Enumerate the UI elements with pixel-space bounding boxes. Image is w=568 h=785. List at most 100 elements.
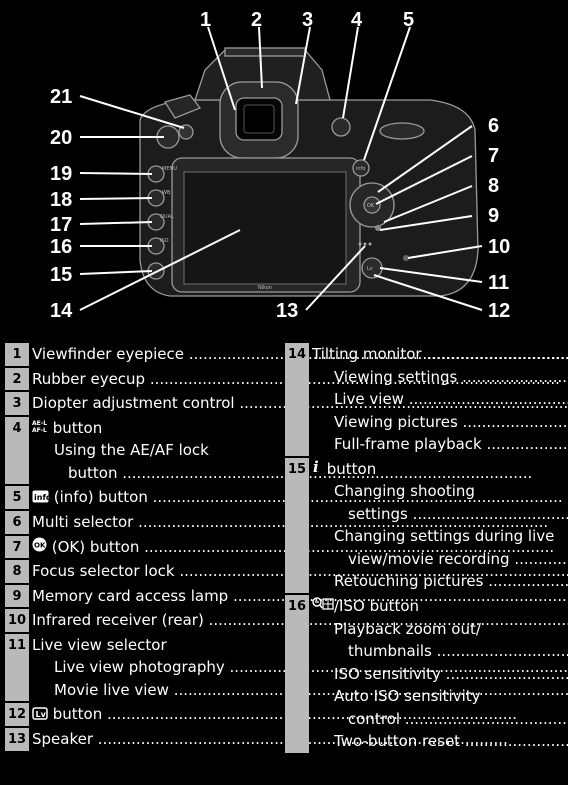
callout-16: 16 <box>50 236 72 258</box>
legend-number: 12 <box>5 703 29 726</box>
legend-text: Memory card access lamp <box>32 586 229 605</box>
legend-line: Changing settings during live <box>312 525 568 548</box>
legend-line: Changing shooting <box>312 480 568 503</box>
legend-line: info (info) button <box>32 486 563 509</box>
legend-line: Live view photography <box>32 656 568 679</box>
callout-12: 12 <box>488 300 510 322</box>
legend-number: 3 <box>5 392 29 415</box>
legend-line: settings <box>312 503 568 526</box>
legend-text: (OK) button <box>47 537 140 556</box>
legend-line: /ISO button <box>312 595 568 618</box>
legend-line: Infrared receiver (rear) <box>32 609 568 632</box>
legend-line: Movie live view <box>32 679 568 702</box>
legend-text: Focus selector lock <box>32 562 175 581</box>
legend-text: Live view selector <box>32 635 167 654</box>
legend-line: Viewing pictures <box>312 411 568 434</box>
legend-text: Viewfinder eyepiece <box>32 345 184 363</box>
legend-number: 8 <box>5 560 29 583</box>
legend-number: 6 <box>5 511 29 534</box>
legend-line: Playback zoom out/ <box>312 618 568 641</box>
legend-text: Playback zoom out/ <box>334 619 481 638</box>
legend-line: thumbnails <box>312 640 568 663</box>
info-icon: info <box>32 487 52 510</box>
legend-line: Lv button <box>32 703 517 726</box>
legend-text: Full-frame playback <box>334 435 482 453</box>
legend-text: settings <box>348 504 408 523</box>
right-controls: info OK Lv <box>331 117 425 279</box>
iso-label: ISO <box>160 238 169 244</box>
legend-text: Rubber eyecup <box>32 369 146 388</box>
legend-line: Auto ISO sensitivity <box>312 685 568 708</box>
callout-6: 6 <box>488 115 499 137</box>
svg-text:Lv: Lv <box>36 710 47 719</box>
legend-line: Diopter adjustment control <box>32 392 568 415</box>
legend-line: Using the AE/AF lock <box>32 439 532 462</box>
callout-19: 19 <box>50 163 72 185</box>
legend-number: 2 <box>5 367 29 390</box>
legend-line: Rubber eyecup <box>32 368 560 391</box>
eyecup <box>219 81 299 159</box>
legend-line: Two-button reset <box>312 730 568 753</box>
legend-line: i button <box>312 458 568 481</box>
legend-number: 9 <box>5 584 29 608</box>
callout-4: 4 <box>351 9 363 31</box>
ok-label: OK <box>367 203 375 209</box>
legend-line: view/movie recording <box>312 548 568 571</box>
leader-lines <box>79 26 483 311</box>
legend-text: Tilting monitor <box>312 345 422 363</box>
brand-label: Nikon <box>258 285 272 291</box>
callout-9: 9 <box>488 205 499 227</box>
legend-line: Viewfinder eyepiece <box>32 343 568 366</box>
callout-1: 1 <box>200 9 211 31</box>
legend-line: Memory card access lamp <box>32 585 568 608</box>
legend-text: button <box>48 418 103 437</box>
legend-number: 1 <box>5 343 29 366</box>
legend-text: Live view <box>334 390 404 408</box>
legend-text: button <box>68 463 118 482</box>
svg-text:OK: OK <box>34 541 46 549</box>
legend-text: control <box>348 709 400 728</box>
callout-7: 7 <box>488 145 499 167</box>
legend-text: Multi selector <box>32 513 134 531</box>
legend-number: 13 <box>5 728 29 751</box>
qual-label: QUAL <box>160 214 174 220</box>
legend-text: button <box>322 459 377 478</box>
callout-13: 13 <box>276 300 298 322</box>
legend-text: Changing shooting <box>334 482 475 501</box>
legend-text: Diopter adjustment control <box>32 394 235 412</box>
lv-icon: Lv <box>32 704 48 727</box>
callout-3: 3 <box>302 9 313 31</box>
svg-text:i: i <box>313 459 319 474</box>
info-label: info <box>356 166 365 172</box>
lv-label: Lv <box>367 266 373 272</box>
legend-text: Changing settings during live <box>334 527 555 546</box>
left-buttons: MENU WB QUAL ISO <box>147 94 202 280</box>
callout-8: 8 <box>488 175 499 197</box>
legend-text: thumbnails <box>348 642 432 660</box>
svg-text:AF-L: AF-L <box>32 427 47 433</box>
legend-line: Speaker <box>32 728 508 751</box>
callout-18: 18 <box>50 189 72 211</box>
svg-text:AE-L: AE-L <box>32 420 47 427</box>
callout-numbers: 1 2 3 4 5 6 7 8 9 10 11 12 13 14 15 16 1… <box>50 9 510 322</box>
callout-21: 21 <box>50 86 72 108</box>
callout-20: 20 <box>50 127 72 149</box>
callout-10: 10 <box>488 236 510 258</box>
legend-line: button <box>32 462 532 485</box>
legend-number: 15 <box>285 457 309 593</box>
legend-line: OK (OK) button <box>32 536 554 559</box>
legend-text: Using the AE/AF lock <box>54 441 209 460</box>
